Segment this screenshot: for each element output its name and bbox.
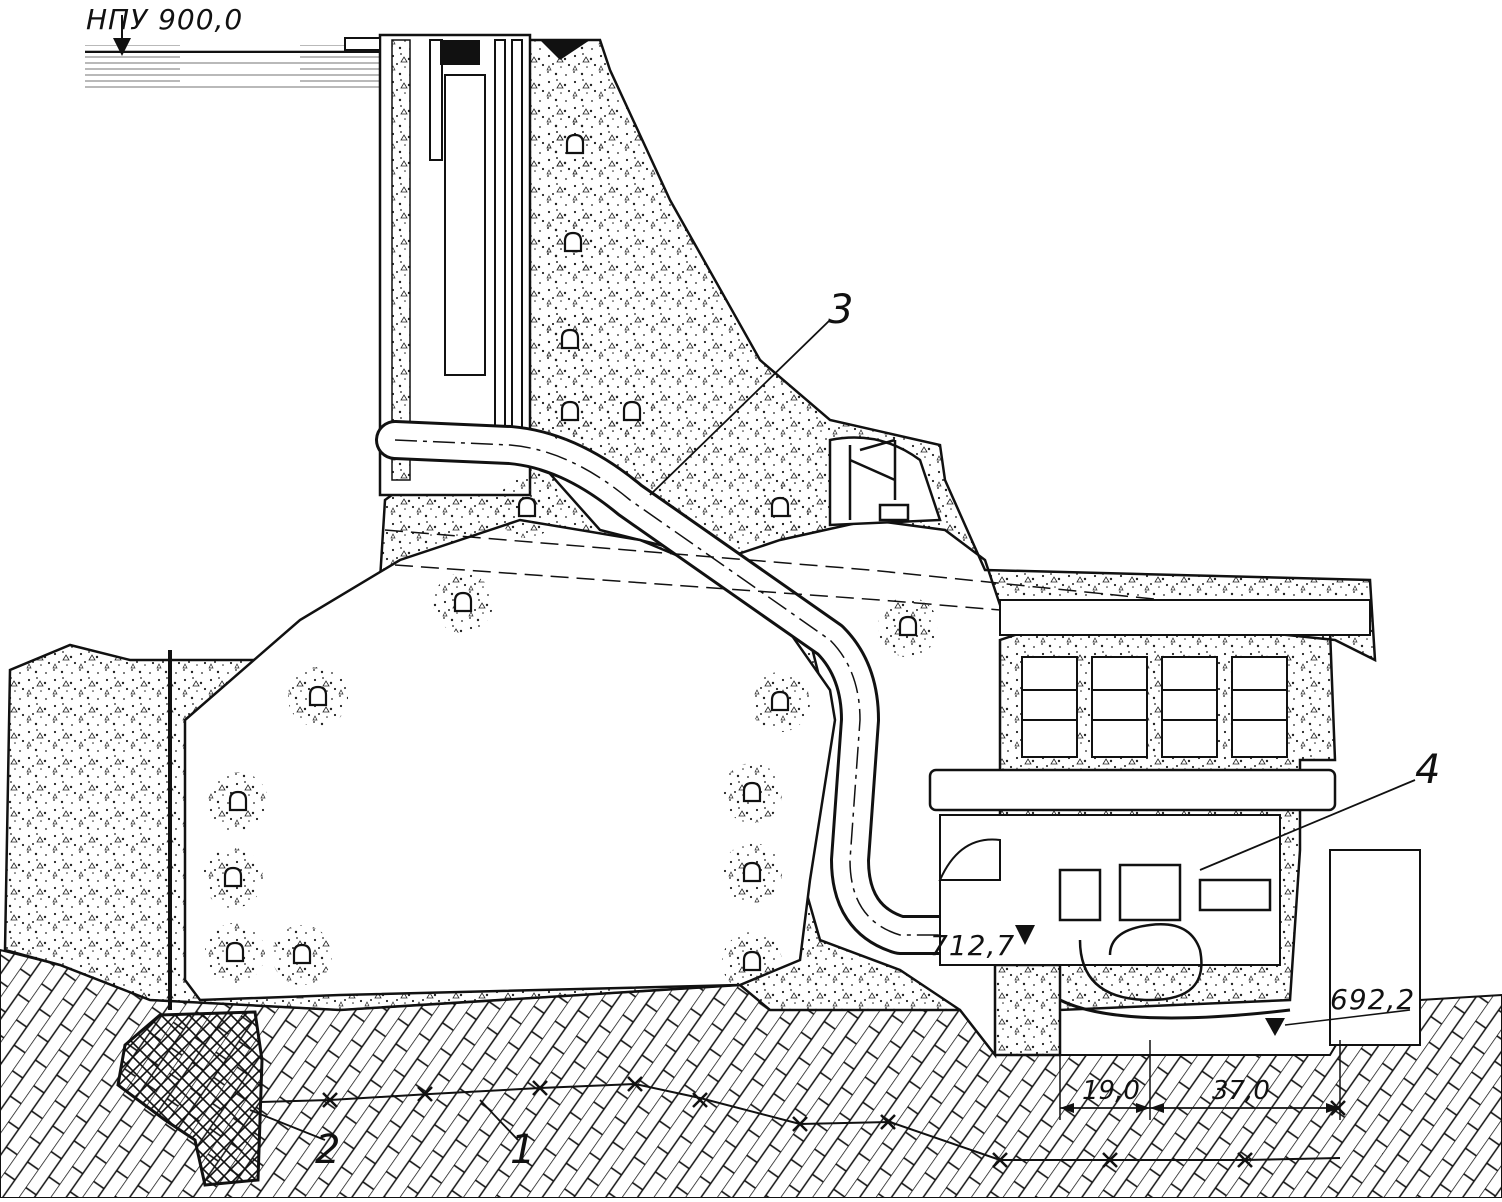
trash-rack <box>540 40 590 60</box>
hall-level-marker <box>1015 925 1035 945</box>
inspection-gallery <box>565 133 585 155</box>
inspection-gallery <box>517 496 537 518</box>
upstream-parapet <box>344 37 381 51</box>
inspection-gallery <box>563 231 583 253</box>
callout-penstock: 3 <box>828 287 854 333</box>
inspection-gallery <box>223 866 243 888</box>
inspection-galleries <box>203 115 938 992</box>
tailwater-elevation-label: 692,2 <box>1330 983 1416 1016</box>
dam-hollow-cavity <box>183 518 837 1002</box>
construction-line-2 <box>394 564 1001 611</box>
drain-mark <box>1237 1152 1253 1168</box>
inspection-gallery <box>770 496 790 518</box>
tailrace-wall <box>1329 849 1421 1046</box>
generator-unit <box>1058 868 1102 922</box>
headwater-level-marker <box>113 38 131 56</box>
inspection-gallery <box>622 400 642 422</box>
callout-drainage: 1 <box>510 1127 536 1173</box>
machine-hall-crane-beam <box>928 768 1337 812</box>
inspection-gallery <box>742 950 762 972</box>
drainage-line <box>259 1082 1341 1161</box>
callout-powerhouse: 4 <box>1415 747 1441 793</box>
inspection-gallery <box>225 941 245 963</box>
leader-penstock <box>649 319 831 496</box>
transformer-bay <box>1021 656 1078 758</box>
transformer-bay <box>1091 656 1148 758</box>
inspection-gallery <box>560 400 580 422</box>
transformer-bay <box>1161 656 1218 758</box>
gallery-chamber <box>828 436 942 527</box>
hoist-block <box>440 40 480 65</box>
headwater-elevation-label: НПУ 900,0 <box>86 3 244 36</box>
gallery-crane <box>848 438 910 522</box>
drain-mark <box>417 1086 433 1102</box>
drain-mark <box>792 1116 808 1132</box>
powerhouse-roof <box>999 599 1371 636</box>
leader-powerhouse <box>1199 779 1416 871</box>
transformer-bay <box>1231 656 1288 758</box>
drain-mark <box>532 1080 548 1096</box>
leader-grout <box>249 1109 326 1141</box>
inspection-gallery <box>453 591 473 613</box>
gate-shaft-outer <box>391 39 411 481</box>
dimension-right-label: 37,0 <box>1212 1076 1270 1106</box>
callout-grout-curtain: 2 <box>315 1127 341 1173</box>
spiral-case <box>1078 923 1203 1002</box>
penstock-axis <box>394 439 995 936</box>
drain-mark <box>322 1092 338 1108</box>
hall-elevation-label: 712,7 <box>930 929 1016 962</box>
gate-slot-1 <box>429 39 443 161</box>
drain-mark <box>627 1076 643 1092</box>
control-cabinet <box>1198 878 1272 912</box>
inspection-gallery <box>742 781 762 803</box>
transformer-bays <box>1021 656 1288 758</box>
drain-mark <box>1102 1152 1118 1168</box>
leader-drainage <box>479 1099 519 1141</box>
inspection-gallery <box>742 861 762 883</box>
drain-mark <box>880 1114 896 1130</box>
drain-mark <box>692 1092 708 1108</box>
dimension-left-label: 19,0 <box>1082 1076 1140 1106</box>
gate-chamber <box>444 74 486 376</box>
grout-curtain <box>116 1010 264 1187</box>
tail-level-leader <box>1284 1009 1411 1026</box>
generator-units <box>1058 863 1272 1002</box>
inspection-gallery <box>770 690 790 712</box>
inspection-gallery <box>898 615 918 637</box>
inspection-gallery <box>560 328 580 350</box>
inspection-gallery <box>292 943 312 965</box>
drain-mark <box>992 1152 1008 1168</box>
generator-unit <box>1118 863 1182 922</box>
draft-tube <box>1059 998 1291 1020</box>
dimension-extension <box>1059 1040 1341 1120</box>
hall-arch <box>938 838 1001 881</box>
tail-level-marker <box>1265 1018 1285 1036</box>
inspection-gallery <box>308 685 328 707</box>
inspection-gallery <box>228 790 248 812</box>
